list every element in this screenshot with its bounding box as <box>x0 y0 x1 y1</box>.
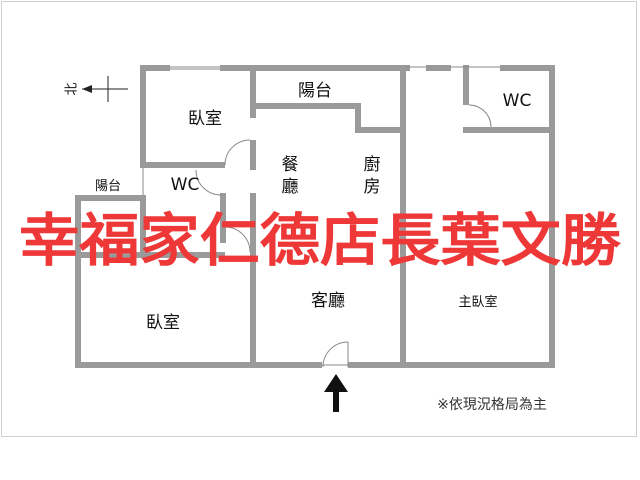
room-dining-1: 餐 <box>282 155 299 175</box>
room-bedroom-top: 臥室 <box>188 109 222 129</box>
room-balcony-top: 陽台 <box>298 81 332 101</box>
agent-watermark: 幸福家仁德店長葉文勝 <box>19 208 622 274</box>
room-bedroom-bottom: 臥室 <box>146 313 180 333</box>
room-wc-right: WC <box>503 91 532 111</box>
room-master-bedroom: 主臥室 <box>458 294 497 310</box>
room-living: 客廳 <box>311 291 345 311</box>
doors-windows <box>142 66 500 368</box>
compass-north-label: 北 <box>65 82 80 95</box>
room-dining-2: 廳 <box>282 177 299 197</box>
compass: 北 <box>65 76 128 102</box>
entrance-arrow-icon <box>324 374 348 412</box>
image-frame <box>1 1 637 437</box>
layout-note: ※依現況格局為主 <box>437 397 547 413</box>
room-kitchen-2: 房 <box>364 177 381 197</box>
walls <box>75 65 555 368</box>
room-kitchen-1: 廚 <box>364 154 381 175</box>
room-wc-left: WC <box>171 175 200 195</box>
north-arrow-icon <box>82 85 92 93</box>
room-balcony-left: 陽台 <box>95 179 121 194</box>
